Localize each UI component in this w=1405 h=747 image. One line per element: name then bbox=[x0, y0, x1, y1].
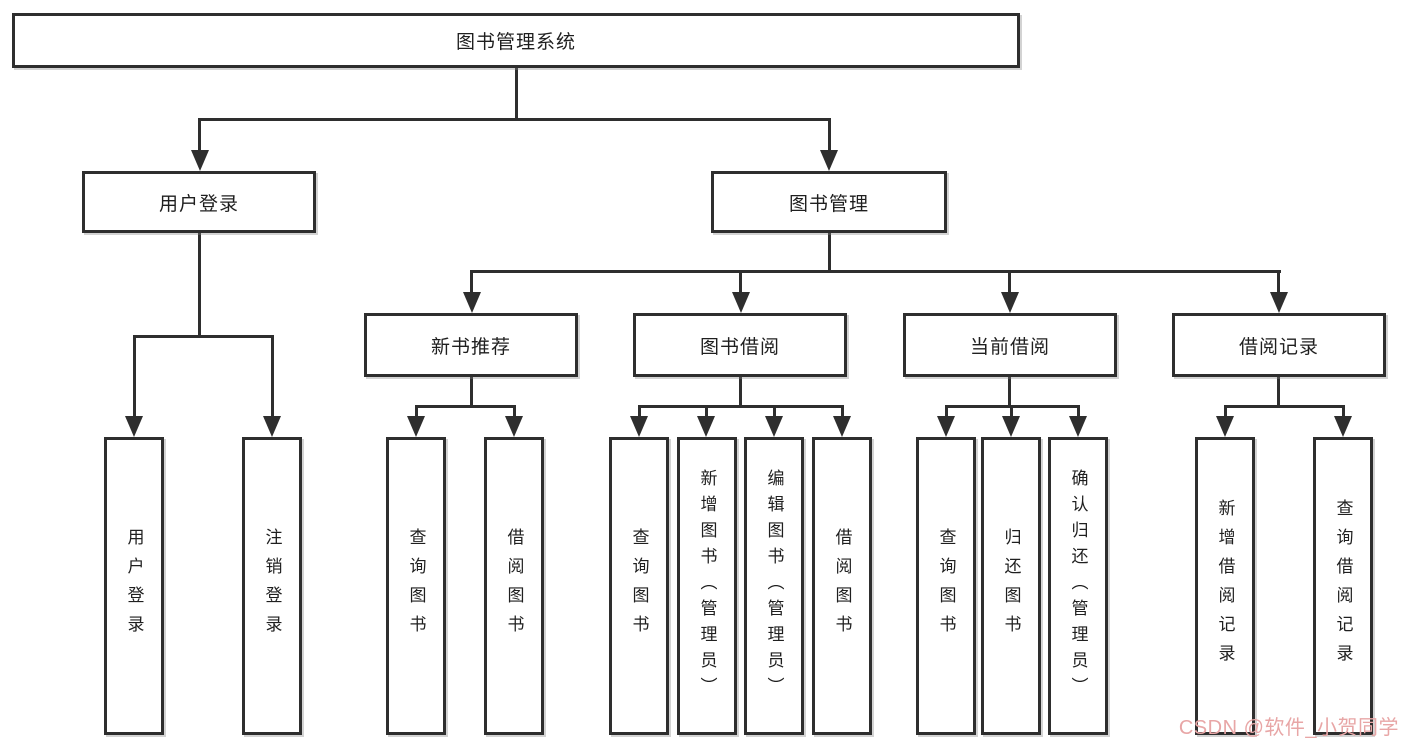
leaf-cb-query-books-label: 查询图书 bbox=[936, 528, 956, 644]
leaf-bb-add-books-admin: 新增图书（管理员） bbox=[677, 437, 737, 735]
arrow-down-bb-add bbox=[697, 416, 715, 437]
leaf-nb-query-books-label: 查询图书 bbox=[406, 528, 426, 644]
node-book-borrow-box: 图书借阅 bbox=[633, 313, 847, 377]
arrow-down-user-login bbox=[191, 150, 209, 171]
leaf-cb-return-books: 归还图书 bbox=[981, 437, 1041, 735]
node-current-borrow-box: 当前借阅 bbox=[903, 313, 1117, 377]
connector-bookmgmt-vline-3 bbox=[1008, 270, 1011, 296]
leaf-nb-borrow-books: 借阅图书 bbox=[484, 437, 544, 735]
branch-user-login-label: 用户登录 bbox=[158, 193, 239, 215]
arrow-down-nb-query bbox=[407, 416, 425, 437]
node-borrow-records-box: 借阅记录 bbox=[1172, 313, 1386, 377]
connector-bb-stub bbox=[739, 377, 742, 408]
leaf-nb-borrow-books-label: 借阅图书 bbox=[504, 528, 524, 644]
arrow-down-leaf-user-login bbox=[125, 416, 143, 437]
connector-bookmgmt-stub bbox=[828, 233, 831, 273]
connector-br-vline-2 bbox=[1342, 405, 1345, 419]
arrow-down-cb-query bbox=[937, 416, 955, 437]
leaf-nb-query-books: 查询图书 bbox=[386, 437, 446, 735]
root-label: 图书管理系统 bbox=[455, 32, 576, 53]
connector-bb-vline-1 bbox=[638, 405, 641, 419]
node-borrow-records-label: 借阅记录 bbox=[1238, 336, 1319, 358]
connector-root-vline-right bbox=[828, 118, 831, 154]
leaf-br-add-record-label: 新增借阅记录 bbox=[1215, 499, 1235, 673]
connector-cb-vline-1 bbox=[945, 405, 948, 419]
connector-bb-vline-4 bbox=[841, 405, 844, 419]
connector-nb-stub bbox=[470, 377, 473, 408]
leaf-user-login: 用户登录 bbox=[104, 437, 164, 735]
arrow-down-book-borrow bbox=[732, 292, 750, 313]
arrow-down-current-borrow bbox=[1001, 292, 1019, 313]
leaf-bb-query-books: 查询图书 bbox=[609, 437, 669, 735]
connector-br-hline bbox=[1224, 405, 1345, 408]
connector-bookmgmt-vline-2 bbox=[739, 270, 742, 296]
branch-book-management-label: 图书管理 bbox=[788, 193, 869, 215]
node-new-book-recommend-label: 新书推荐 bbox=[430, 336, 511, 358]
leaf-bb-edit-books-admin-label: 编辑图书（管理员） bbox=[764, 469, 784, 703]
arrow-down-bb-borrow bbox=[833, 416, 851, 437]
node-new-book-recommend-box: 新书推荐 bbox=[364, 313, 578, 377]
connector-root-stub bbox=[515, 68, 518, 121]
connector-bb-vline-2 bbox=[705, 405, 708, 419]
arrow-down-br-add bbox=[1216, 416, 1234, 437]
connector-userlogin-hline bbox=[133, 335, 274, 338]
leaf-cb-confirm-return-admin-label: 确认归还（管理员） bbox=[1068, 469, 1088, 703]
arrow-down-nb-borrow bbox=[505, 416, 523, 437]
connector-bookmgmt-vline-4 bbox=[1277, 270, 1280, 296]
arrow-down-borrow-records bbox=[1270, 292, 1288, 313]
leaf-bb-borrow-books-label: 借阅图书 bbox=[832, 528, 852, 644]
connector-nb-hline bbox=[415, 405, 516, 408]
leaf-br-query-record: 查询借阅记录 bbox=[1313, 437, 1373, 735]
connector-cb-vline-3 bbox=[1077, 405, 1080, 419]
connector-bookmgmt-vline-1 bbox=[470, 270, 473, 296]
connector-br-vline-1 bbox=[1224, 405, 1227, 419]
connector-nb-vline-2 bbox=[513, 405, 516, 419]
branch-book-management-box: 图书管理 bbox=[711, 171, 947, 233]
leaf-bb-query-books-label: 查询图书 bbox=[629, 528, 649, 644]
leaf-logout-label: 注销登录 bbox=[262, 528, 282, 644]
csdn-watermark: CSDN @软件_小贺同学 bbox=[1178, 717, 1399, 739]
leaf-br-add-record: 新增借阅记录 bbox=[1195, 437, 1255, 735]
arrow-down-cb-return bbox=[1002, 416, 1020, 437]
connector-userlogin-vline-right bbox=[271, 335, 274, 418]
arrow-down-leaf-logout bbox=[263, 416, 281, 437]
node-current-borrow-label: 当前借阅 bbox=[969, 336, 1050, 358]
connector-cb-stub bbox=[1008, 377, 1011, 408]
leaf-cb-confirm-return-admin: 确认归还（管理员） bbox=[1048, 437, 1108, 735]
arrow-down-bb-query bbox=[630, 416, 648, 437]
connector-root-hline bbox=[198, 118, 831, 121]
connector-br-stub bbox=[1277, 377, 1280, 408]
root-box: 图书管理系统 bbox=[12, 13, 1020, 68]
arrow-down-new-book-recommend bbox=[463, 292, 481, 313]
connector-userlogin-stub bbox=[198, 233, 201, 338]
arrow-down-cb-confirm bbox=[1069, 416, 1087, 437]
leaf-bb-borrow-books: 借阅图书 bbox=[812, 437, 872, 735]
connector-root-vline-left bbox=[198, 118, 201, 154]
connector-nb-vline-1 bbox=[415, 405, 418, 419]
connector-userlogin-vline-left bbox=[133, 335, 136, 418]
leaf-cb-return-books-label: 归还图书 bbox=[1001, 528, 1021, 644]
leaf-logout: 注销登录 bbox=[242, 437, 302, 735]
connector-bb-hline bbox=[638, 405, 844, 408]
node-book-borrow-label: 图书借阅 bbox=[699, 336, 780, 358]
connector-bookmgmt-hline bbox=[470, 270, 1281, 273]
arrow-down-book-management bbox=[820, 150, 838, 171]
leaf-bb-add-books-admin-label: 新增图书（管理员） bbox=[697, 469, 717, 703]
arrow-down-bb-edit bbox=[765, 416, 783, 437]
leaf-bb-edit-books-admin: 编辑图书（管理员） bbox=[744, 437, 804, 735]
leaf-cb-query-books: 查询图书 bbox=[916, 437, 976, 735]
connector-bb-vline-3 bbox=[773, 405, 776, 419]
leaf-br-query-record-label: 查询借阅记录 bbox=[1333, 499, 1353, 673]
arrow-down-br-query bbox=[1334, 416, 1352, 437]
branch-user-login-box: 用户登录 bbox=[82, 171, 316, 233]
connector-cb-vline-2 bbox=[1010, 405, 1013, 419]
leaf-user-login-label: 用户登录 bbox=[124, 528, 144, 644]
